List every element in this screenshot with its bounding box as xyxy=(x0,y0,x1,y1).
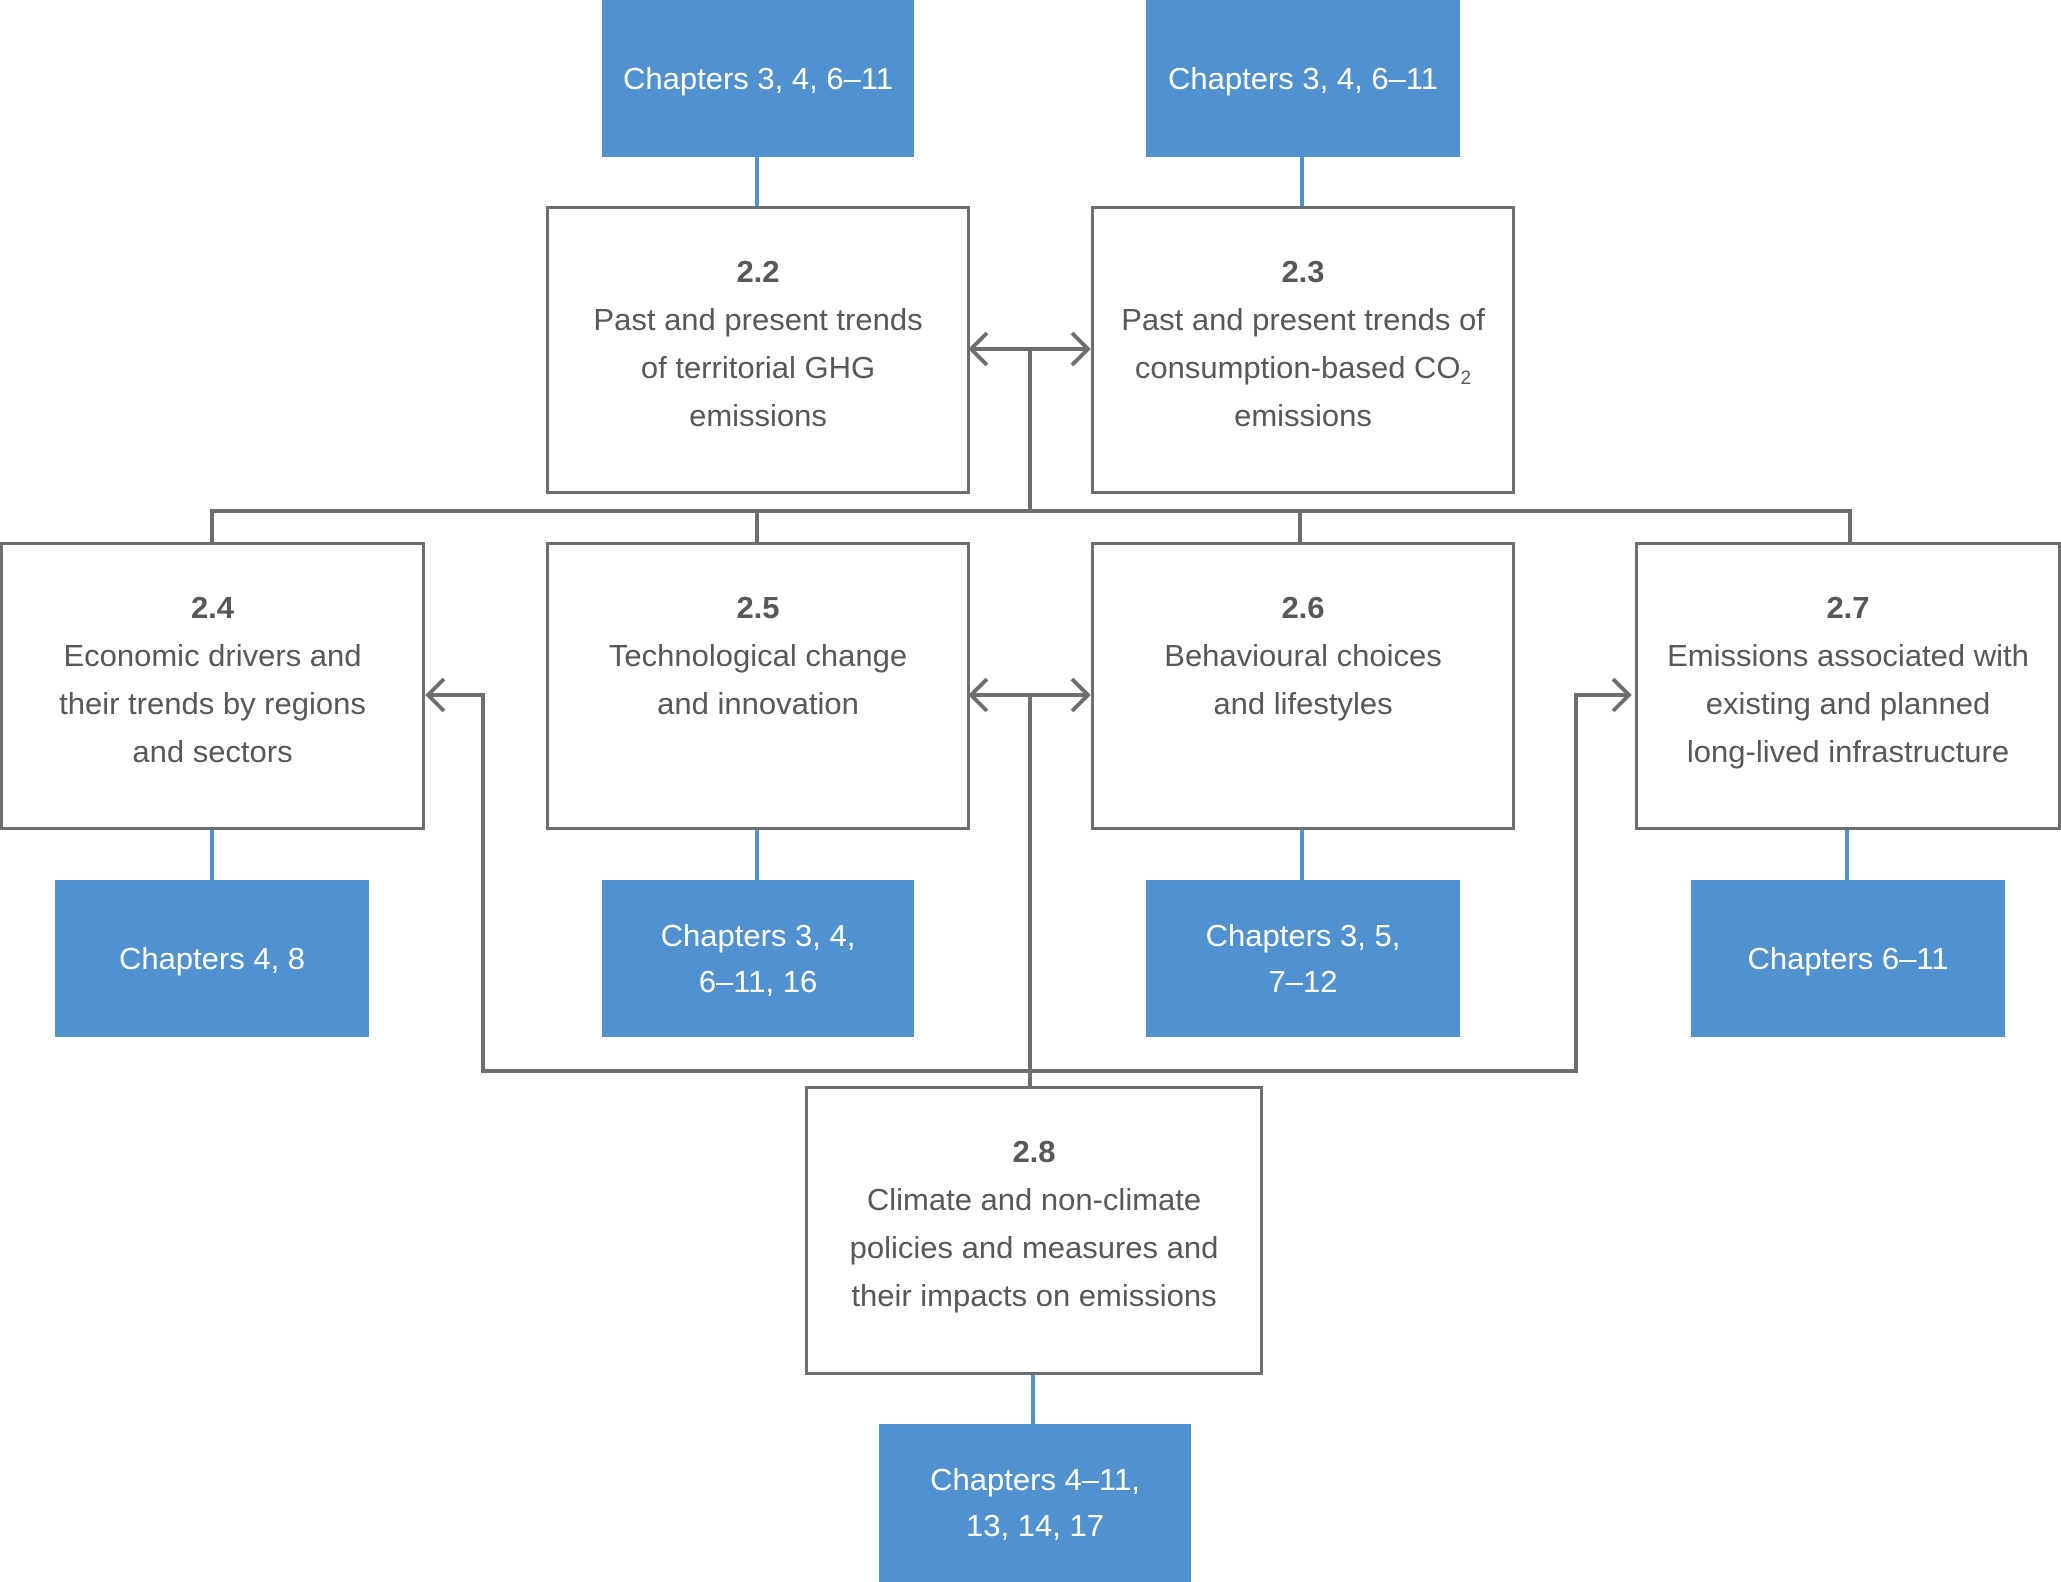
chapters-2-2: Chapters 3, 4, 6–11 xyxy=(602,0,914,157)
chapters-2-3: Chapters 3, 4, 6–11 xyxy=(1146,0,1460,157)
arrow-head-right-2-6 xyxy=(1070,677,1091,713)
section-2-3-line-1: Past and present trends of xyxy=(1121,302,1485,337)
arrow-head-2-4 xyxy=(425,677,446,713)
chapters-2-8-line-1: Chapters 4–11, xyxy=(930,1462,1140,1497)
section-2-7-line-1: Emissions associated with xyxy=(1667,638,2029,673)
section-2-5-number: 2.5 xyxy=(736,590,780,625)
section-2-8-box: 2.8 Climate and non-climate policies and… xyxy=(805,1086,1263,1375)
chapters-2-6-line-2: 7–12 xyxy=(1268,963,1338,999)
section-2-2-line-3: emissions xyxy=(689,398,827,433)
chapters-2-5: Chapters 3, 4, 6–11, 16 xyxy=(602,880,914,1037)
section-2-3-number: 2.3 xyxy=(1281,254,1325,289)
arrow-head-left-2-2 xyxy=(968,331,989,367)
section-2-6-number: 2.6 xyxy=(1281,590,1325,625)
chapters-2-4-line: Chapters 4, 8 xyxy=(118,940,306,976)
section-2-2-line-2: of territorial GHG xyxy=(640,350,876,385)
section-2-3-box: 2.3 Past and present trends of consumpti… xyxy=(1091,206,1515,494)
section-2-7-number: 2.7 xyxy=(1826,590,1870,625)
chapters-2-6: Chapters 3, 5, 7–12 xyxy=(1146,880,1460,1037)
chapters-2-4: Chapters 4, 8 xyxy=(55,880,369,1037)
section-2-6-box: 2.6 Behavioural choices and lifestyles xyxy=(1091,542,1515,830)
chapters-2-5-line-1: Chapters 3, 4, xyxy=(660,917,856,953)
section-2-2-box: 2.2 Past and present trends of territori… xyxy=(546,206,970,494)
chapters-2-3-line: Chapters 3, 4, 6–11 xyxy=(1168,60,1438,96)
section-links xyxy=(210,331,1852,1088)
chapters-2-5-line-2: 6–11, 16 xyxy=(698,963,818,999)
section-2-8-number: 2.8 xyxy=(1012,1134,1056,1169)
section-2-2-number: 2.2 xyxy=(736,254,780,289)
arrow-head-right-2-3 xyxy=(1070,331,1091,367)
section-2-6-line-2: and lifestyles xyxy=(1213,686,1393,721)
section-2-4-line-2: their trends by regions xyxy=(59,686,366,721)
chapters-2-8: Chapters 4–11, 13, 14, 17 xyxy=(879,1424,1191,1582)
chapters-2-7: Chapters 6–11 xyxy=(1691,880,2005,1037)
chapters-2-7-line: Chapters 6–11 xyxy=(1747,940,1949,976)
section-2-2-line-1: Past and present trends xyxy=(593,302,923,337)
arrow-head-left-2-5 xyxy=(968,677,989,713)
section-2-4-box: 2.4 Economic drivers and their trends by… xyxy=(0,542,425,830)
lower-bus xyxy=(430,693,1627,1073)
chapters-2-6-line-1: Chapters 3, 5, xyxy=(1205,917,1401,953)
section-2-8-line-3: their impacts on emissions xyxy=(851,1278,1217,1313)
section-2-7-box: 2.7 Emissions associated with existing a… xyxy=(1635,542,2061,830)
section-2-4-line-1: Economic drivers and xyxy=(63,638,362,673)
section-2-7-line-3: long-lived infrastructure xyxy=(1686,734,2010,769)
section-2-3-co2-subscript: 2 xyxy=(1460,368,1472,389)
section-2-8-line-2: policies and measures and xyxy=(849,1230,1219,1265)
arrow-head-2-7 xyxy=(1611,677,1632,713)
section-2-5-box: 2.5 Technological change and innovation xyxy=(546,542,970,830)
section-2-3-line-3: emissions xyxy=(1234,398,1372,433)
section-2-7-line-2: existing and planned xyxy=(1705,686,1991,721)
section-2-4-line-3: and sectors xyxy=(132,734,293,769)
section-2-4-number: 2.4 xyxy=(190,590,235,625)
chapters-2-2-line: Chapters 3, 4, 6–11 xyxy=(623,60,893,96)
section-2-5-line-1: Technological change xyxy=(608,638,908,673)
section-2-3-line-2: consumption-based CO2 xyxy=(1135,344,1471,392)
section-2-3-co2-text: consumption-based CO xyxy=(1134,350,1461,385)
section-2-6-line-1: Behavioural choices xyxy=(1164,638,1442,673)
chapter-links xyxy=(210,157,1849,1424)
section-2-5-line-2: and innovation xyxy=(657,686,859,721)
section-2-8-line-1: Climate and non-climate xyxy=(866,1182,1202,1217)
chapters-2-8-line-2: 13, 14, 17 xyxy=(966,1508,1104,1543)
